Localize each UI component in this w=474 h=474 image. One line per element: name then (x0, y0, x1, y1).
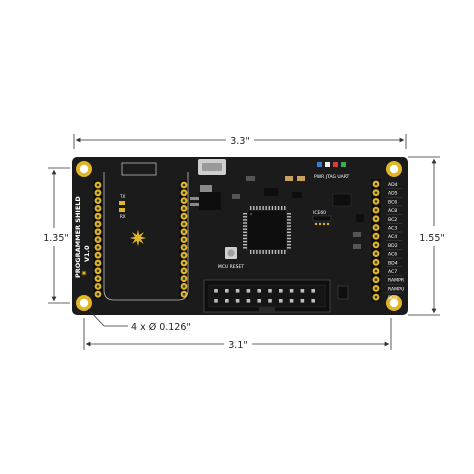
usb-connector (198, 159, 226, 175)
resistor (353, 244, 361, 249)
jtag-pin (268, 299, 272, 303)
resistor (232, 194, 240, 199)
sun-logo-icon: ✷ (129, 226, 147, 251)
dimension-right-height: 1.55" (408, 156, 445, 316)
led-labels: PWR JTAG UART (314, 174, 350, 180)
reset-button: MCU RESET (218, 247, 244, 270)
pin-label: AC8 (388, 208, 397, 214)
sun-icon-small: ✷ (81, 269, 88, 278)
reset-label: MCU RESET (218, 264, 244, 270)
bottom-width-label: 3.1" (228, 340, 247, 351)
pin-label: BD3 (388, 295, 398, 301)
jtag-pin (257, 299, 261, 303)
rx-label: RX (120, 214, 126, 219)
component-ic (264, 188, 278, 196)
pin-label: BC2 (388, 217, 397, 223)
jtag-pin (257, 289, 261, 293)
jtag-pin (246, 299, 251, 303)
top-width-label: 3.3" (230, 136, 249, 147)
jtag-pin (225, 289, 229, 293)
jtag-pin (289, 299, 294, 303)
dimension-top-width: 3.3" (73, 134, 407, 149)
header-right (371, 179, 381, 302)
jtag-pin (214, 299, 218, 303)
jtag-pin (268, 289, 272, 293)
pin-label: AC3 (388, 226, 397, 232)
pin-label: AD5 (388, 191, 398, 197)
status-leds: PWR JTAG UART (314, 162, 350, 180)
jumper (337, 285, 349, 300)
jtag-pin (311, 299, 315, 303)
capacitor (285, 176, 293, 181)
shield-outline (103, 172, 189, 301)
component-ic (292, 192, 302, 198)
jtag-pin (300, 299, 305, 303)
component-ic (356, 214, 364, 222)
dimension-left-height: 1.35" (43, 167, 70, 304)
pcb-board (72, 157, 408, 315)
jtag-pin (235, 299, 240, 303)
resistor (353, 232, 361, 237)
left-height-label: 1.35" (43, 233, 69, 244)
led-pwr (317, 162, 322, 167)
led-jtag (325, 162, 330, 167)
pin-label: AD4 (388, 182, 398, 188)
jtag-pin (311, 289, 315, 293)
jtag-pin (225, 299, 229, 303)
pin-label: AC4 (388, 234, 397, 240)
rx-led (119, 208, 125, 212)
pin-label: BC6 (388, 199, 397, 205)
jtag-pin (235, 289, 240, 293)
header-left-1 (93, 180, 103, 299)
jtag-pin (214, 289, 218, 293)
pin-label: RAMPR (388, 278, 405, 284)
pin-label: BD4 (388, 260, 398, 266)
holes-callout: 4 x Ø 0.126" (87, 308, 191, 333)
led-uart-2 (341, 162, 346, 167)
pin-label: BD2 (388, 243, 398, 249)
pin-label: RAMPU (388, 286, 404, 292)
jtag-pin (300, 289, 305, 293)
holes-label: 4 x Ø 0.126" (131, 322, 191, 333)
capacitor (297, 176, 305, 181)
pin-label: AC7 (388, 269, 397, 275)
header-left-2 (179, 180, 189, 299)
jtag-pin (246, 289, 251, 293)
tx-led (119, 201, 125, 205)
dimension-bottom-width: 3.1" (83, 318, 392, 351)
voltage-regulator (190, 185, 221, 210)
jtag-pin (279, 299, 283, 303)
small-chip-label: ICE60 (313, 210, 326, 216)
led-uart-1 (333, 162, 338, 167)
jtag-pin (289, 289, 294, 293)
small-chip: ICE60 (312, 210, 332, 226)
jtag-header (203, 279, 331, 313)
pin-label: AC6 (388, 252, 397, 258)
crystal (332, 193, 352, 207)
right-height-label: 1.55" (419, 233, 445, 244)
mcu-chip (243, 206, 291, 254)
side-label-version: V1.0 (83, 245, 91, 262)
tx-label: TX (119, 194, 125, 199)
resistor (246, 176, 255, 181)
mounting-holes (76, 161, 402, 311)
usb-outline (121, 162, 157, 176)
jtag-pin (279, 289, 283, 293)
side-label-name: PROGRAMMER SHIELD (74, 196, 82, 278)
